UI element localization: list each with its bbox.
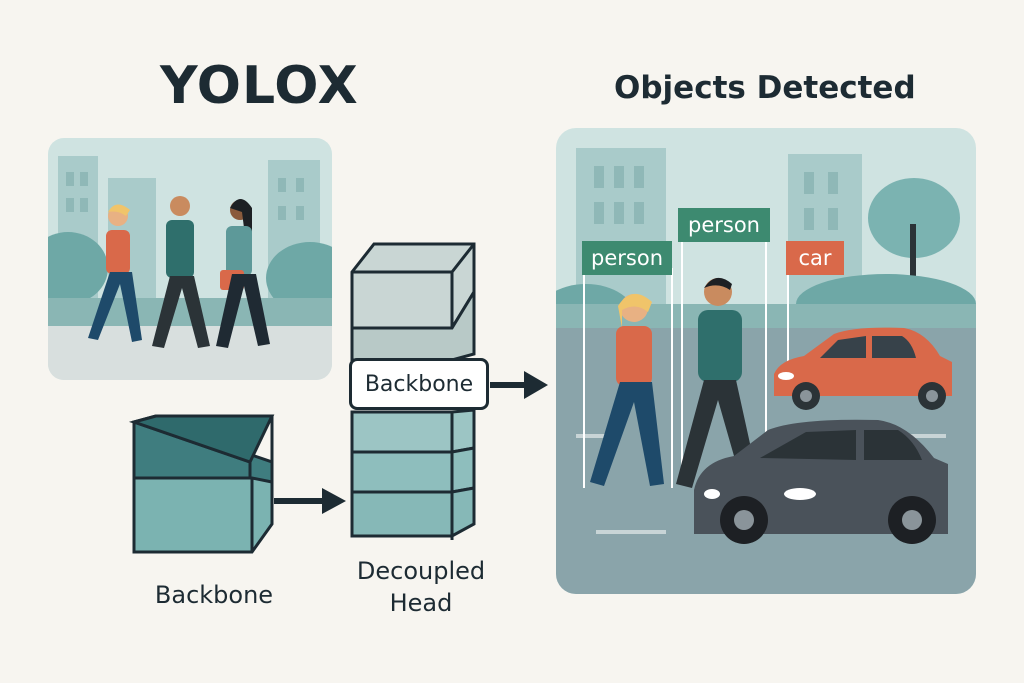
arrow-to-output <box>490 371 548 399</box>
page-title: YOLOX <box>160 56 359 116</box>
detection-label-text: car <box>798 246 832 270</box>
backbone-box: Backbone <box>349 358 489 410</box>
backbone-label: Backbone <box>154 581 274 609</box>
detection-label-person-1: person <box>582 241 672 275</box>
detection-label-text: person <box>688 213 760 237</box>
output-title: Objects Detected <box>614 70 916 106</box>
decoupled-head-stack <box>350 242 476 540</box>
detection-label-text: person <box>591 246 663 270</box>
detection-label-person-2: person <box>678 208 770 242</box>
decoupled-head-label-line1: Decoupled <box>356 557 486 585</box>
output-scene-image <box>556 128 976 594</box>
arrow-to-head <box>274 488 346 514</box>
decoupled-head-label-line2: Head <box>389 589 453 617</box>
input-scene-image <box>48 138 332 380</box>
detection-label-car: car <box>786 241 844 275</box>
backbone-blocks <box>128 414 275 554</box>
